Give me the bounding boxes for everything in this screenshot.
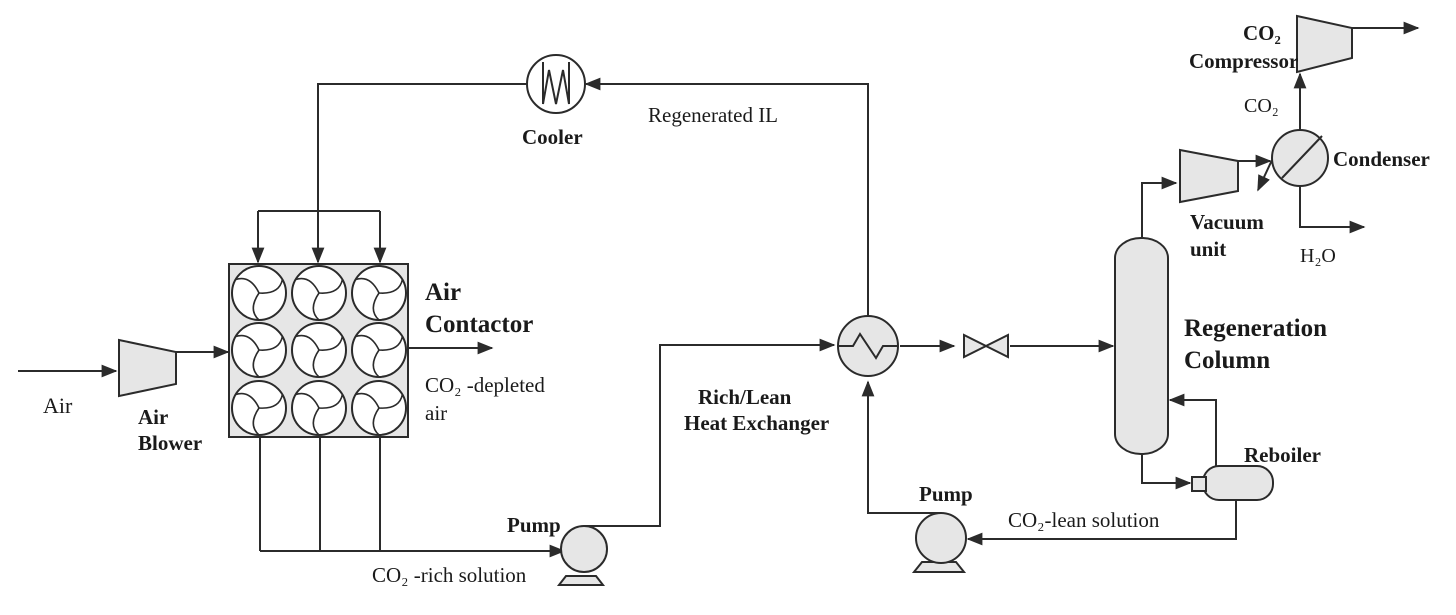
label-co2-lean-solution: CO₂-lean solution [1008, 508, 1160, 532]
label-vacuum-unit-1: Vacuum [1190, 210, 1264, 234]
label-air-blower-2: Blower [138, 431, 202, 455]
pipe-regenerated-il-return [311, 77, 869, 325]
contactor-fan-4 [231, 322, 287, 378]
pipe-water-outlet [1299, 186, 1366, 234]
air-blower [118, 338, 177, 398]
label-pump-right: Pump [919, 482, 973, 506]
regeneration-column [1114, 237, 1169, 455]
contactor-fan-3 [351, 265, 407, 321]
pipe-column-top-to-vacuum [1141, 176, 1178, 238]
label-pump-left: Pump [507, 513, 561, 537]
rich-lean-heat-exchanger [837, 315, 899, 377]
contactor-fan-7 [231, 380, 287, 436]
pipe-lean-solution-return [861, 380, 1237, 546]
co2-compressor [1296, 14, 1353, 74]
label-regenerated-il: Regenerated IL [648, 103, 778, 127]
pipe-rich-solution-collector [259, 437, 566, 558]
contactor-fan-1 [231, 265, 287, 321]
vacuum-unit [1179, 148, 1239, 204]
pump-left [556, 525, 608, 586]
label-h2o: H₂O [1300, 245, 1336, 267]
label-regeneration-column-1: Regeneration [1184, 315, 1327, 342]
contactor-fan-5 [291, 322, 347, 378]
label-air-contactor-1: Air [425, 279, 461, 306]
expansion-valve [963, 333, 1009, 359]
condenser [1257, 129, 1329, 192]
label-heat-exchanger-1: Rich/Lean [698, 385, 792, 409]
cooler [526, 54, 586, 114]
reboiler [1191, 465, 1274, 501]
label-air-blower-1: Air [138, 405, 168, 429]
contactor-fan-6 [351, 322, 407, 378]
pipe-pump-to-heat-exchanger [604, 338, 836, 527]
label-cooler: Cooler [522, 125, 583, 149]
contactor-fan-2 [291, 265, 347, 321]
pipe-column-bottom-to-reboiler [1141, 454, 1192, 490]
pump-right [911, 512, 967, 573]
pipe-reboiler-vapor-return [1168, 393, 1217, 468]
label-vacuum-unit-2: unit [1190, 237, 1226, 261]
label-air: Air [43, 393, 73, 418]
label-air-contactor-2: Contactor [425, 311, 533, 338]
label-co2-depleted-2: air [425, 401, 447, 425]
label-condenser: Condenser [1333, 147, 1430, 171]
pipe-il-distributor [251, 210, 387, 264]
label-reboiler: Reboiler [1244, 443, 1321, 467]
contactor-fan-9 [351, 380, 407, 436]
contactor-fan-8 [291, 380, 347, 436]
label-co2-rich-solution: CO₂ -rich solution [372, 563, 527, 587]
label-heat-exchanger-2: Heat Exchanger [684, 411, 829, 435]
label-regeneration-column-2: Column [1184, 347, 1270, 374]
label-co2-stream: CO₂ [1244, 95, 1279, 117]
label-co2-depleted-1: CO₂ -depleted [425, 373, 545, 397]
label-co2-compressor-1: CO₂ [1243, 21, 1281, 45]
air-contactor [228, 263, 409, 438]
label-co2-compressor-2: Compressor [1189, 49, 1298, 73]
